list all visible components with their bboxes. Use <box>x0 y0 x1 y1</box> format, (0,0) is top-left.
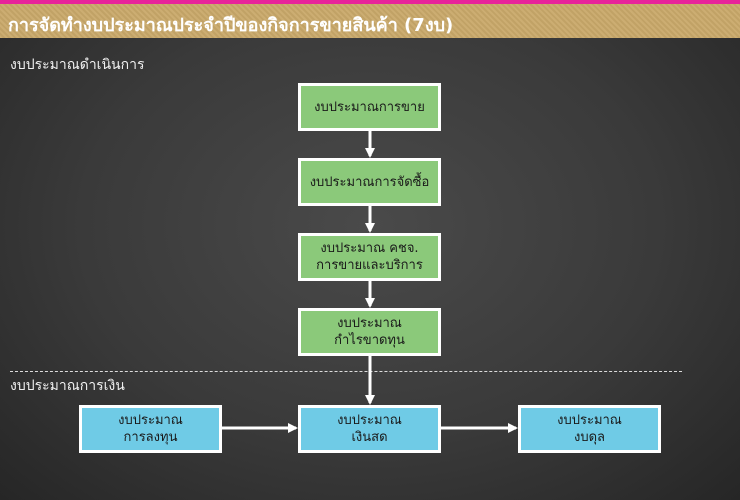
title-bar: การจัดทำงบประมาณประจำปีของกิจการขายสินค้… <box>0 4 740 38</box>
cash-budget-box: งบประมาณ เงินสด <box>298 405 441 453</box>
sales-budget-text: งบประมาณการขาย <box>314 99 425 115</box>
section-divider <box>10 371 682 372</box>
purchasing-budget-box: งบประมาณการจัดซื้อ <box>298 158 441 206</box>
investment-budget-text-line2: การลงทุน <box>123 430 178 445</box>
sales-budget-box: งบประมาณการขาย <box>298 83 441 131</box>
profit-loss-budget-text-line1: งบประมาณ <box>337 316 402 331</box>
profit-loss-budget-box: งบประมาณ กำไรขาดทุน <box>298 308 441 356</box>
cash-budget-text-line1: งบประมาณ <box>337 413 402 428</box>
balance-sheet-budget-text-line2: งบดุล <box>573 430 605 445</box>
investment-budget-text-line1: งบประมาณ <box>118 413 183 428</box>
purchasing-budget-text: งบประมาณการจัดซื้อ <box>309 174 430 190</box>
balance-sheet-budget-text-line1: งบประมาณ <box>557 413 622 428</box>
operating-budget-label: งบประมาณดำเนินการ <box>10 57 145 73</box>
expenses-budget-text-line2: การขายและบริการ <box>316 258 423 273</box>
profit-loss-budget-text-line2: กำไรขาดทุน <box>334 333 405 348</box>
investment-budget-box: งบประมาณ การลงทุน <box>79 405 222 453</box>
cash-budget-text-line2: เงินสด <box>351 430 388 445</box>
financial-budget-label: งบประมาณการเงิน <box>10 378 125 394</box>
slide-title: การจัดทำงบประมาณประจำปีของกิจการขายสินค้… <box>8 15 454 36</box>
accent-line <box>0 0 740 4</box>
expenses-budget-box: งบประมาณ คชจ. การขายและบริการ <box>298 233 441 281</box>
balance-sheet-budget-box: งบประมาณ งบดุล <box>518 405 661 453</box>
expenses-budget-text-line1: งบประมาณ คชจ. <box>320 241 419 256</box>
